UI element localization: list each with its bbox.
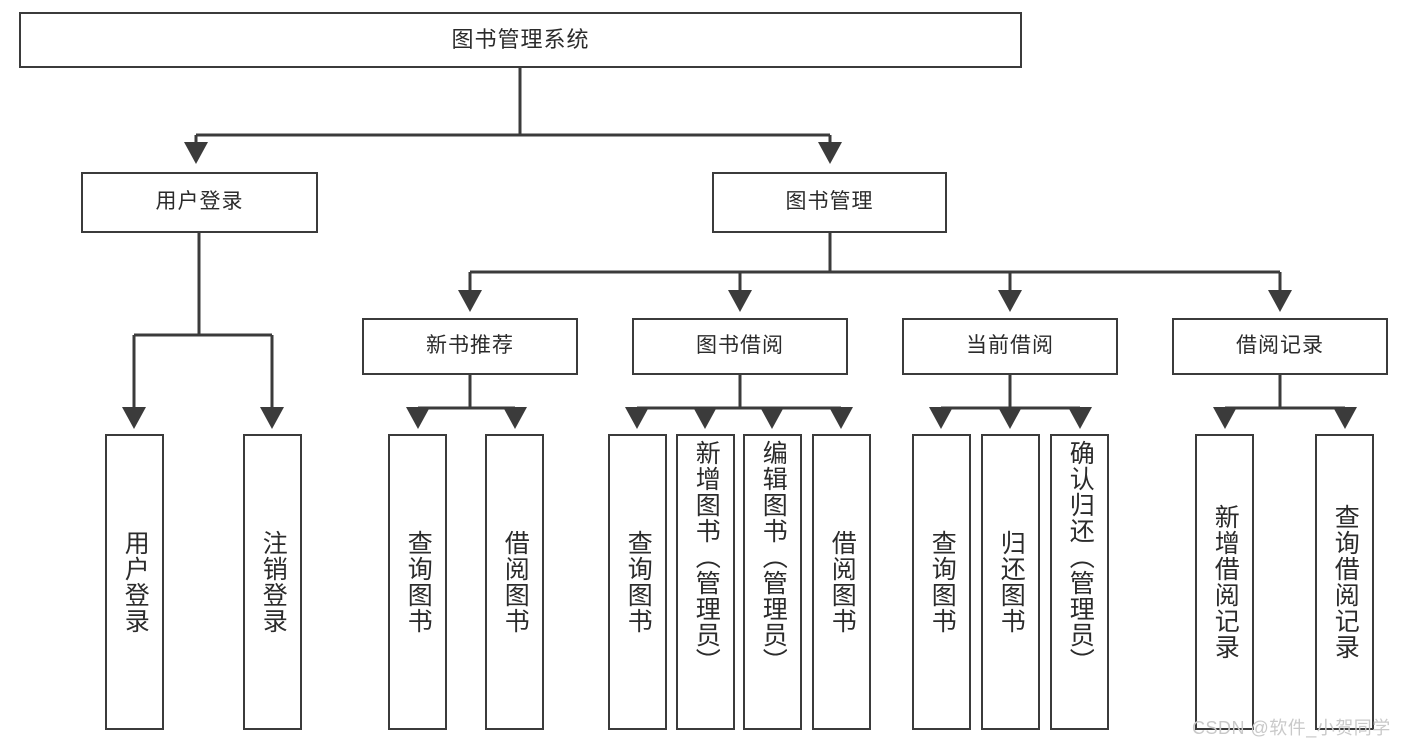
- node-label: 确认归还（管理员）: [1066, 440, 1095, 674]
- node-leaf-add-book-admin[interactable]: 新增图书（管理员）: [676, 434, 735, 730]
- node-label: 图书管理系统: [451, 27, 590, 53]
- node-label: 用户登录: [155, 190, 244, 214]
- node-leaf-add-borrow-record[interactable]: 新增借阅记录: [1195, 434, 1254, 730]
- node-leaf-query-book-2[interactable]: 查询图书: [608, 434, 667, 730]
- node-leaf-logout-login[interactable]: 注销登录: [243, 434, 302, 730]
- node-leaf-user-login[interactable]: 用户登录: [105, 434, 164, 730]
- csdn-watermark: CSDN @软件_小贺同学: [1192, 718, 1391, 738]
- node-label: 归还图书: [997, 530, 1026, 634]
- node-borrow-record[interactable]: 借阅记录: [1172, 318, 1388, 375]
- node-label: 图书管理: [785, 190, 874, 214]
- node-current-borrow[interactable]: 当前借阅: [902, 318, 1118, 375]
- node-leaf-query-book-3[interactable]: 查询图书: [912, 434, 971, 730]
- node-leaf-query-book-1[interactable]: 查询图书: [388, 434, 447, 730]
- node-label: 新增借阅记录: [1211, 504, 1240, 660]
- node-label: 查询借阅记录: [1331, 504, 1360, 660]
- node-label: 借阅图书: [828, 530, 857, 634]
- node-book-borrow[interactable]: 图书借阅: [632, 318, 848, 375]
- node-label: 用户登录: [121, 530, 150, 634]
- node-user-login[interactable]: 用户登录: [81, 172, 318, 233]
- node-label: 借阅图书: [501, 530, 530, 634]
- node-new-book-recommend[interactable]: 新书推荐: [362, 318, 578, 375]
- node-leaf-edit-book-admin[interactable]: 编辑图书（管理员）: [743, 434, 802, 730]
- node-leaf-borrow-book-2[interactable]: 借阅图书: [812, 434, 871, 730]
- node-leaf-borrow-book-1[interactable]: 借阅图书: [485, 434, 544, 730]
- node-label: 图书借阅: [696, 334, 784, 358]
- node-label: 当前借阅: [966, 334, 1054, 358]
- node-label: 查询图书: [624, 530, 653, 634]
- node-book-manage[interactable]: 图书管理: [712, 172, 947, 233]
- node-root-system[interactable]: 图书管理系统: [19, 12, 1022, 68]
- node-leaf-query-borrow-record[interactable]: 查询借阅记录: [1315, 434, 1374, 730]
- node-leaf-return-book[interactable]: 归还图书: [981, 434, 1040, 730]
- node-label: 注销登录: [259, 530, 288, 634]
- node-label: 借阅记录: [1236, 334, 1324, 358]
- node-label: 编辑图书（管理员）: [759, 440, 788, 674]
- node-label: 查询图书: [928, 530, 957, 634]
- node-label: 查询图书: [404, 530, 433, 634]
- node-leaf-confirm-return-admin[interactable]: 确认归还（管理员）: [1050, 434, 1109, 730]
- node-label: 新书推荐: [426, 334, 514, 358]
- node-label: 新增图书（管理员）: [692, 440, 721, 674]
